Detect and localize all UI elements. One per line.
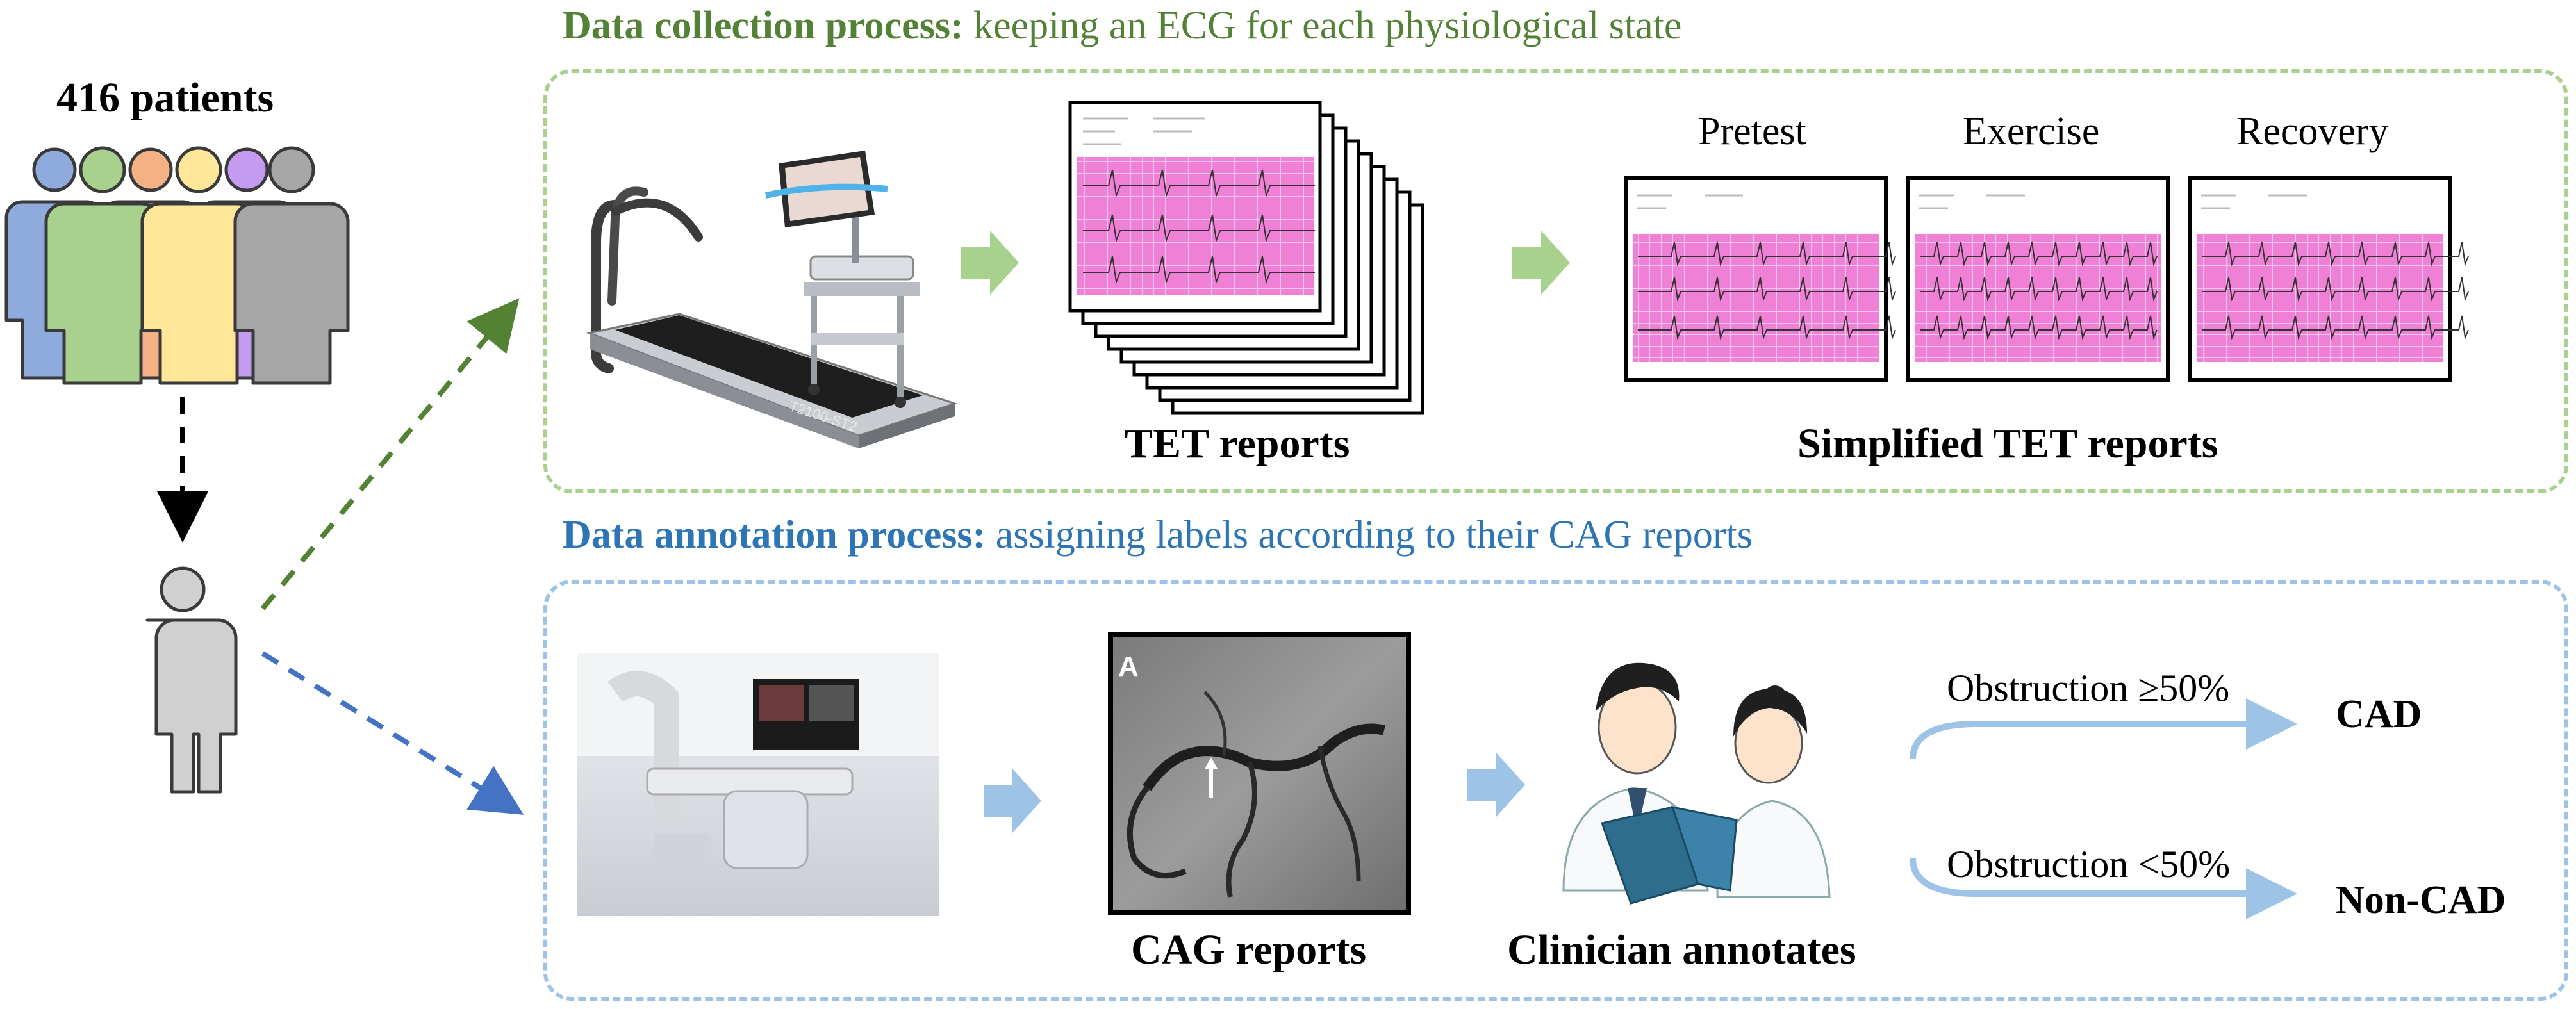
collection-title-rest: keeping an ECG for each physiological st… (973, 4, 1682, 47)
ecg-trace (2202, 242, 2469, 267)
collection-title-bold: Data collection process: (563, 4, 964, 47)
annotation-panel (543, 580, 2568, 1001)
rule-low-label: Obstruction <50% (1947, 843, 2231, 885)
rule-high-label: Obstruction ≥50% (1947, 667, 2230, 709)
annotation-title: Data annotation process: assigning label… (563, 513, 1753, 558)
ecg-trace (1638, 315, 1896, 340)
cath-lab-icon (577, 653, 939, 916)
ecg-trace (1920, 277, 2158, 302)
annotation-arrow-1 (984, 769, 1041, 833)
tet-reports-caption: TET reports (1125, 420, 1350, 467)
ecg-trace (2202, 277, 2469, 302)
people-group-icon (4, 146, 350, 385)
phase-label-recovery: Recovery (2236, 110, 2389, 153)
arrow-to-collection (260, 298, 520, 611)
outcome-cad: CAD (2336, 693, 2422, 736)
simplified-report-pretest (1624, 176, 1888, 382)
collection-title: Data collection process: keeping an ECG … (563, 3, 1681, 49)
annotation-arrow-2 (1467, 753, 1525, 817)
arrow-to-annotation (261, 651, 524, 815)
person-icon (145, 566, 238, 794)
arrow-to-cad (1910, 698, 2297, 760)
angiogram-panel-letter: A (1118, 651, 1139, 682)
phase-label-pretest: Pretest (1698, 110, 1806, 153)
annotation-title-bold: Data annotation process: (563, 513, 986, 557)
cag-reports-caption: CAG reports (1131, 926, 1367, 973)
ecg-trace (1638, 242, 1896, 267)
ecg-trace (1638, 277, 1896, 302)
arrow-to-noncad (1910, 858, 2297, 919)
collection-panel (543, 69, 2568, 493)
outcome-noncad: Non-CAD (2336, 878, 2506, 922)
simplified-reports-caption: Simplified TET reports (1797, 420, 2218, 467)
angiogram-icon: A (1108, 632, 1411, 915)
clinician-annotates-caption: Clinician annotates (1507, 926, 1856, 973)
collection-arrow-1 (961, 231, 1019, 295)
ecg-trace (2202, 315, 2469, 340)
simplified-report-recovery (2188, 176, 2452, 382)
simplified-report-exercise (1906, 176, 2170, 382)
collection-arrow-2 (1512, 231, 1570, 295)
annotation-title-rest: assigning labels according to their CAG … (995, 513, 1753, 557)
ecg-trace (1920, 315, 2158, 340)
tet-report-stack (1068, 101, 1424, 415)
patients-count-label: 416 patients (56, 74, 274, 121)
ecg-trace (1920, 242, 2158, 267)
clinicians-icon (1562, 662, 1831, 905)
treadmill-icon: T2100-ST2 (586, 151, 958, 448)
phase-label-exercise: Exercise (1963, 110, 2100, 153)
